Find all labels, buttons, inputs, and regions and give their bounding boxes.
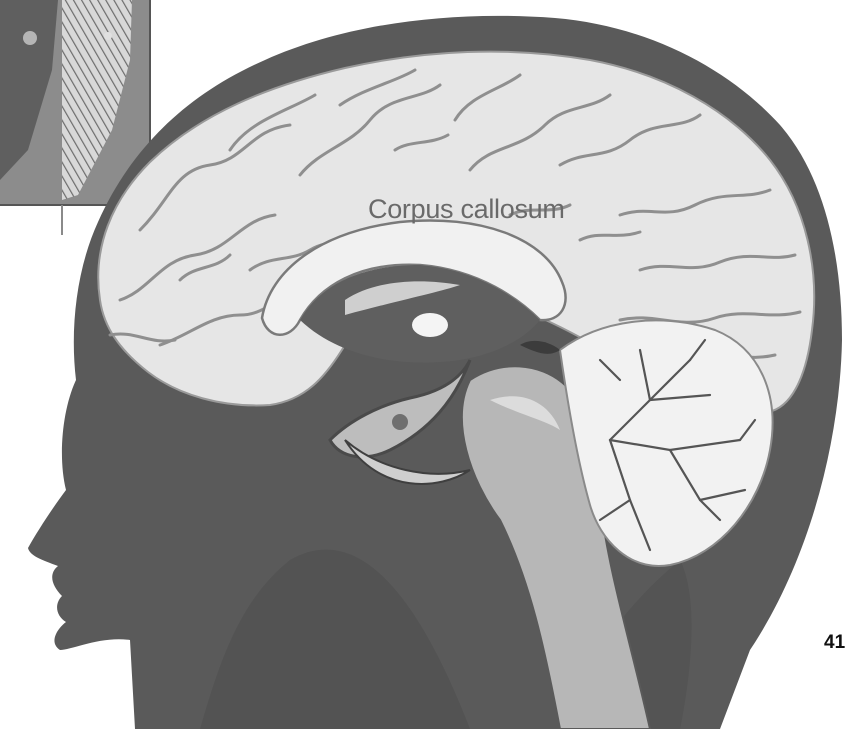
thalamus: [412, 313, 448, 337]
page-number: 41: [824, 632, 845, 654]
corpus-callosum-label: Corpus callosum: [368, 194, 565, 225]
